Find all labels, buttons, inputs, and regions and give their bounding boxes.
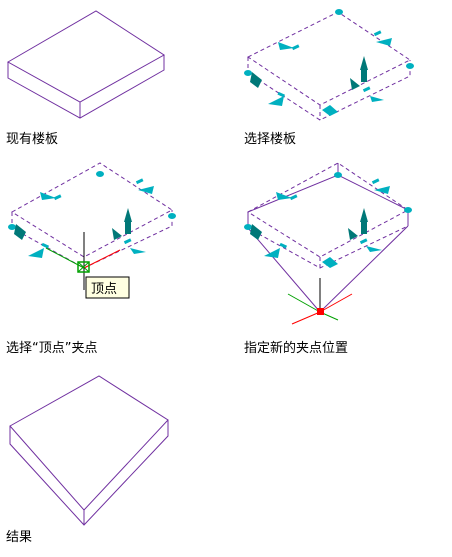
grip-markers[interactable] <box>244 9 414 116</box>
slab-vertex-grip: 顶点 <box>8 162 176 299</box>
ucs-crosshair <box>287 278 353 325</box>
edge-grip-arrow[interactable] <box>268 96 284 106</box>
caption-result: 结果 <box>6 530 32 545</box>
edge-grip-arrow[interactable] <box>278 42 294 50</box>
edge-grip-arrow[interactable] <box>376 38 392 46</box>
height-grip-arrows[interactable] <box>250 208 368 240</box>
midpoint-grip[interactable] <box>277 91 286 98</box>
slab-selected <box>244 9 414 121</box>
slab-existing <box>6 10 165 119</box>
caption-new-position: 指定新的夹点位置 <box>244 340 348 356</box>
vertex-grip-hover[interactable] <box>77 261 90 273</box>
grip-markers[interactable] <box>244 172 412 268</box>
height-grip-arrows[interactable] <box>250 56 368 90</box>
caption-select-vertex: 选择“顶点”夹点 <box>6 341 97 356</box>
corner-grip[interactable] <box>322 105 338 116</box>
hot-vertex-grip[interactable] <box>317 308 324 315</box>
caption-existing-slab: 现有楼板 <box>6 132 58 147</box>
tooltip-label: 顶点 <box>91 282 117 297</box>
corner-grip[interactable] <box>244 70 252 76</box>
vertex-tooltip: 顶点 <box>85 276 130 299</box>
edge-grip-arrow[interactable] <box>370 96 384 102</box>
slab-result <box>9 375 169 526</box>
height-grip-arrows[interactable] <box>14 208 132 240</box>
midpoint-grip[interactable] <box>291 44 300 51</box>
midpoint-grip[interactable] <box>373 30 382 37</box>
caption-selected-slab: 选择楼板 <box>244 132 296 147</box>
grip-markers[interactable] <box>8 171 176 258</box>
slab-new-vertex <box>244 162 412 325</box>
corner-grip[interactable] <box>335 9 343 15</box>
corner-grip[interactable] <box>406 63 414 69</box>
midpoint-grip[interactable] <box>362 86 371 93</box>
